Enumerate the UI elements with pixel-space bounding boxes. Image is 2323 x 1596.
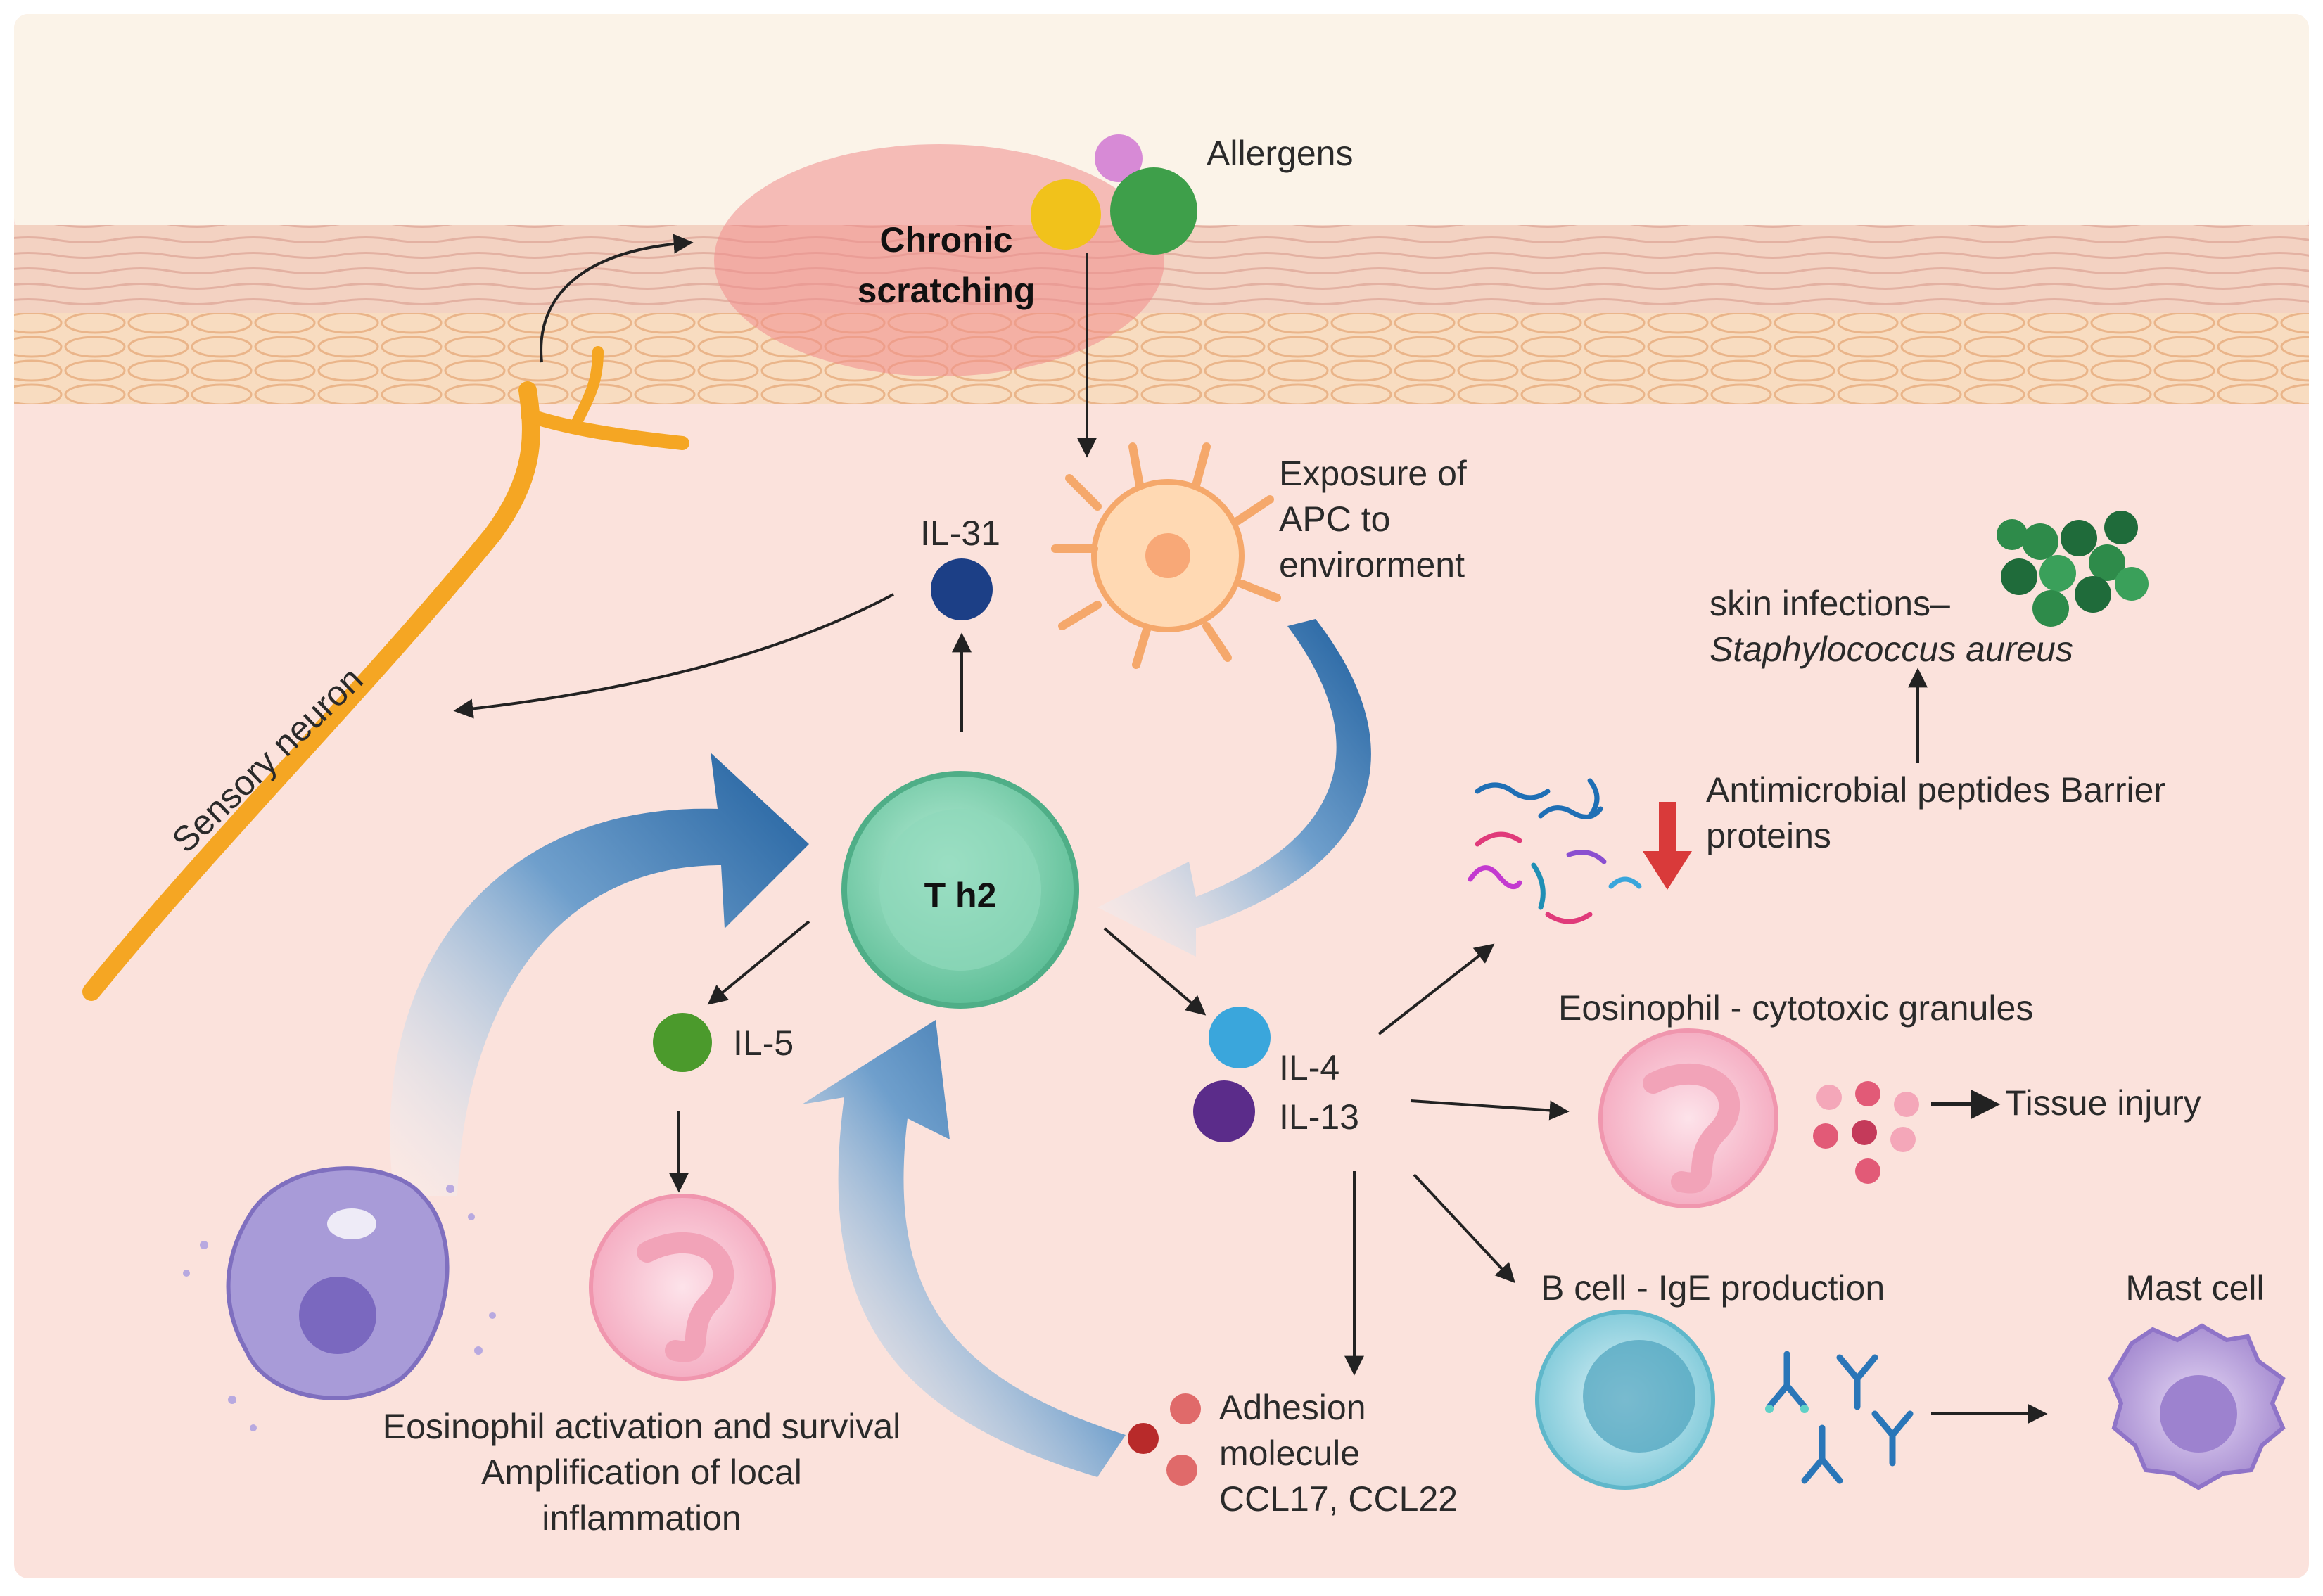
chronic-scratching-line1: Chronic (880, 220, 1013, 260)
arrow-th2-to-il5 (707, 920, 810, 1005)
eos-activation-line3: inflammation (542, 1498, 741, 1538)
decrease-arrow-icon (1643, 802, 1692, 890)
il4-icon (1209, 1007, 1271, 1068)
il5-icon (653, 1013, 712, 1072)
basal-cells (14, 313, 2309, 404)
mast-cell-label: Mast cell (2125, 1268, 2264, 1308)
th2-label: T h2 (924, 876, 997, 915)
adhesion-molecule-icon (1128, 1393, 1201, 1486)
antimicrobial-line2: proteins (1706, 816, 1831, 855)
tissue-injury-label: Tissue injury (2005, 1083, 2201, 1123)
eos-activation-line2: Amplification of local (481, 1453, 802, 1492)
adhesion-line3: CCL17, CCL22 (1219, 1479, 1458, 1519)
big-arrow-adhesion-to-th2 (802, 1020, 1126, 1477)
big-arrow-eosinophil-to-th2 (390, 753, 809, 1196)
eos-activation-line1: Eosinophil activation and survival (383, 1407, 901, 1446)
sensory-neuron (82, 346, 689, 1001)
cytotoxic-granules-icon (1813, 1081, 1919, 1184)
il31-label: IL-31 (920, 513, 1000, 553)
apc-cell-icon (1051, 442, 1281, 669)
arrow-il4-to-peptides (1377, 943, 1495, 1035)
skin-infection-line1: skin infections– (1710, 584, 1950, 623)
apc-label-line2: APC to (1279, 499, 1390, 539)
il31-icon (931, 558, 993, 620)
bcell-icon (1535, 1310, 1715, 1490)
th2-cell-icon (841, 771, 1079, 1009)
chronic-scratching-line2: scratching (858, 271, 1036, 310)
adhesion-line1: Adhesion (1219, 1388, 1366, 1427)
eos-granules-label: Eosinophil - cytotoxic granules (1558, 988, 2033, 1028)
arrow-il13-to-bcell (1413, 1173, 1515, 1284)
apc-label-line3: envirorment (1279, 545, 1465, 585)
scratching-area (714, 144, 1164, 376)
il5-label: IL-5 (733, 1023, 794, 1063)
staphylococcus-icon (1997, 511, 2149, 627)
eosinophil-left-icon (589, 1194, 776, 1381)
arrow-il13-to-eosinophil (1410, 1099, 1570, 1121)
allergens-icon (1031, 134, 1197, 255)
arrow-neuron-to-scratching (540, 234, 694, 363)
arrow-th2-to-il4 (1103, 927, 1207, 1016)
antimicrobial-line1: Antimicrobial peptides Barrier (1706, 770, 2165, 810)
eosinophil-right-icon (1598, 1028, 1778, 1208)
ige-antibody-icon (1765, 1351, 1914, 1484)
mast-cell-icon (2108, 1323, 2286, 1490)
il13-label: IL-13 (1279, 1097, 1359, 1137)
allergens-label: Allergens (1207, 134, 1353, 173)
arrow-il31-to-neuron (453, 593, 894, 719)
big-arrow-apc-to-th2 (1097, 619, 1371, 957)
il4-label: IL-4 (1279, 1048, 1339, 1087)
skin-surface (14, 14, 2309, 232)
il13-icon (1193, 1080, 1255, 1142)
skin-infection-line2: Staphylococcus aureus (1710, 630, 2073, 669)
antimicrobial-peptides-icon (1468, 778, 1642, 924)
bcell-label: B cell - IgE production (1541, 1268, 1885, 1308)
apc-label-line1: Exposure of (1279, 454, 1467, 493)
adhesion-line2: molecule (1219, 1434, 1360, 1473)
activated-eosinophil-icon (183, 1166, 496, 1431)
